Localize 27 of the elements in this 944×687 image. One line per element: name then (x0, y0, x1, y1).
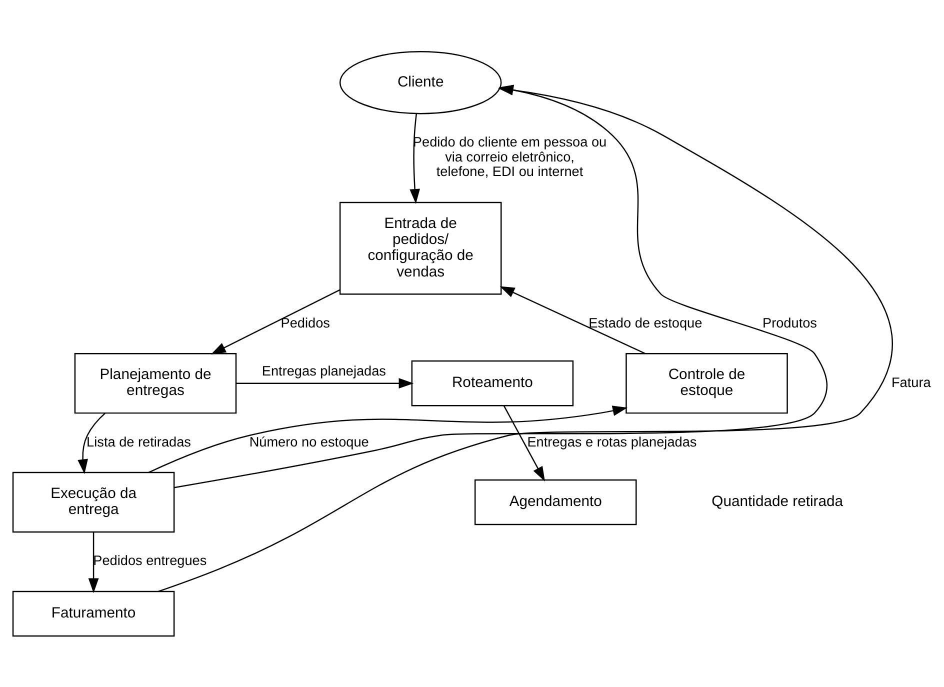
arrow (500, 286, 646, 354)
edge-label: Pedidos (280, 314, 330, 330)
edge-label: Lista de retiradas (86, 434, 191, 449)
arrow (236, 378, 414, 388)
arrow (148, 405, 628, 473)
node-box: Faturamento (12, 590, 175, 636)
edge-label: Número no estoque (249, 434, 369, 449)
edge-label: Fatura (891, 374, 931, 390)
arrow (88, 532, 99, 593)
arrow (78, 412, 106, 474)
edge-label: Produtos (762, 314, 817, 330)
node-box: Planejamento de entregas (74, 352, 237, 414)
edge-label: Entregas planejadas (262, 363, 386, 378)
label: Quantidade retirada (712, 494, 844, 510)
edge-label: Pedido do cliente em pessoa ou via correio eletrônico, telefone, EDI ou internet (412, 134, 607, 179)
edge-label: Estado de estoque (588, 314, 702, 330)
edge-label: Entregas e rotas planejadas (527, 434, 697, 449)
arrow (210, 288, 340, 354)
arrow (503, 405, 545, 481)
node-box: Roteamento (411, 360, 574, 406)
node-box: Agendamento (474, 478, 637, 525)
node-box: Entrada de pedidos/ configuração de vendas (339, 201, 502, 294)
arrow (410, 112, 420, 204)
node-box: Execução da entrega (12, 471, 175, 532)
edge-label: Pedidos entregues (93, 552, 207, 568)
node-ellipse: Cliente (339, 50, 502, 114)
node-box: Controle de estoque (626, 352, 788, 414)
